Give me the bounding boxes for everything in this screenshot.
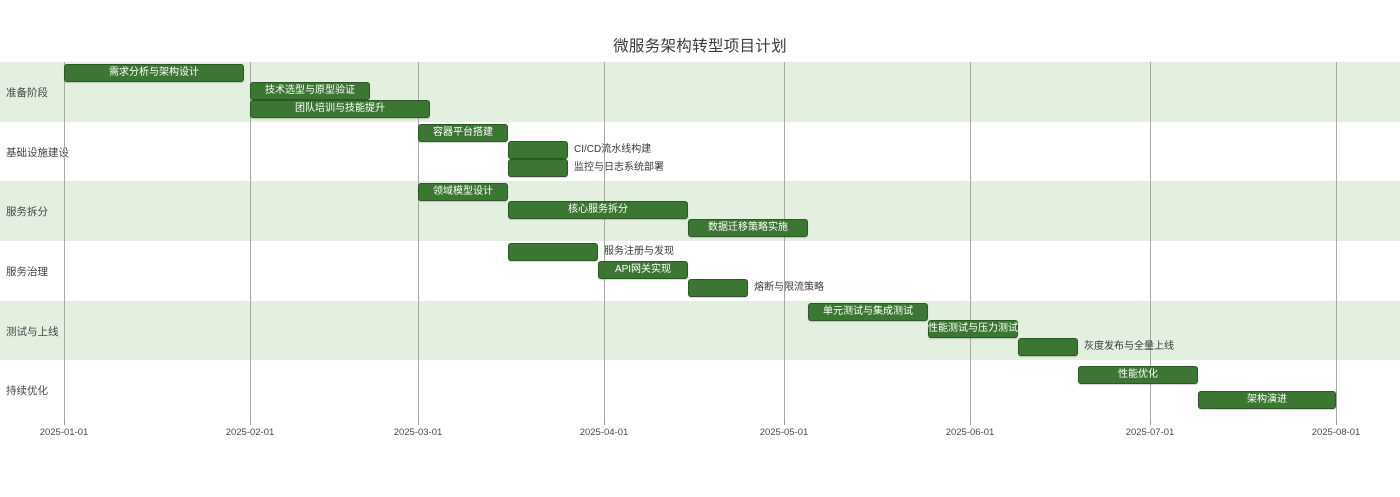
category-label-4: 测试与上线 bbox=[6, 325, 59, 338]
gridline-2025-03-01 bbox=[418, 62, 419, 420]
x-tick-mark bbox=[418, 420, 419, 425]
x-tick-mark bbox=[250, 420, 251, 425]
gantt-bar[interactable] bbox=[598, 260, 688, 279]
gantt-bar[interactable] bbox=[688, 218, 808, 237]
category-label-3: 服务治理 bbox=[6, 265, 48, 278]
gantt-bar[interactable] bbox=[250, 99, 430, 118]
gantt-bar[interactable] bbox=[1078, 366, 1198, 385]
x-tick-label: 2025-02-01 bbox=[225, 427, 275, 438]
x-tick-label: 2025-05-01 bbox=[759, 427, 809, 438]
gantt-bar[interactable] bbox=[64, 63, 244, 82]
gantt-bar[interactable] bbox=[418, 183, 508, 202]
gridline-2025-06-01 bbox=[970, 62, 971, 420]
x-tick-label: 2025-01-01 bbox=[39, 427, 89, 438]
x-tick-label: 2025-03-01 bbox=[393, 427, 443, 438]
category-label-2: 服务拆分 bbox=[6, 206, 48, 219]
x-tick-label: 2025-06-01 bbox=[945, 427, 995, 438]
x-axis: 2025-01-01 2025-02-01 2025-03-01 2025-04-01… bbox=[0, 420, 1400, 460]
category-label-0: 准备阶段 bbox=[6, 86, 48, 99]
gridline-2025-01-01 bbox=[64, 62, 65, 420]
gantt-bar[interactable] bbox=[508, 141, 568, 160]
page-title: 微服务架构转型项目计划 bbox=[613, 38, 787, 55]
gridline-2025-02-01 bbox=[250, 62, 251, 420]
gantt-bar[interactable] bbox=[508, 159, 568, 178]
gridline-2025-07-01 bbox=[1150, 62, 1151, 420]
gantt-bar[interactable] bbox=[1018, 338, 1078, 357]
x-tick-mark bbox=[64, 420, 65, 425]
category-band bbox=[0, 300, 1400, 361]
x-tick-label: 2025-08-01 bbox=[1311, 427, 1361, 438]
gantt-bar[interactable] bbox=[508, 201, 688, 220]
gantt-bar[interactable] bbox=[1198, 391, 1336, 410]
gantt-bar[interactable] bbox=[250, 81, 370, 100]
gridline-2025-08-01 bbox=[1336, 62, 1337, 420]
gantt-plot-area: 准备阶段基础设施建设服务拆分服务治理测试与上线持续优化需求分析与架构设计技术选型… bbox=[0, 62, 1400, 420]
category-band bbox=[0, 121, 1400, 182]
gantt-bar[interactable] bbox=[508, 242, 598, 261]
gridline-2025-05-01 bbox=[784, 62, 785, 420]
x-tick-mark bbox=[1336, 420, 1337, 425]
gantt-bar[interactable] bbox=[808, 302, 928, 321]
category-label-1: 基础设施建设 bbox=[6, 146, 69, 159]
gantt-bar[interactable] bbox=[418, 123, 508, 142]
gridline-2025-04-01 bbox=[604, 62, 605, 420]
x-tick-mark bbox=[784, 420, 785, 425]
gantt-bar[interactable] bbox=[928, 320, 1018, 339]
x-tick-label: 2025-04-01 bbox=[579, 427, 629, 438]
x-tick-mark bbox=[604, 420, 605, 425]
x-tick-mark bbox=[970, 420, 971, 425]
x-tick-mark bbox=[1150, 420, 1151, 425]
gantt-bar[interactable] bbox=[688, 278, 748, 297]
category-label-5: 持续优化 bbox=[6, 385, 48, 398]
x-tick-label: 2025-07-01 bbox=[1125, 427, 1175, 438]
